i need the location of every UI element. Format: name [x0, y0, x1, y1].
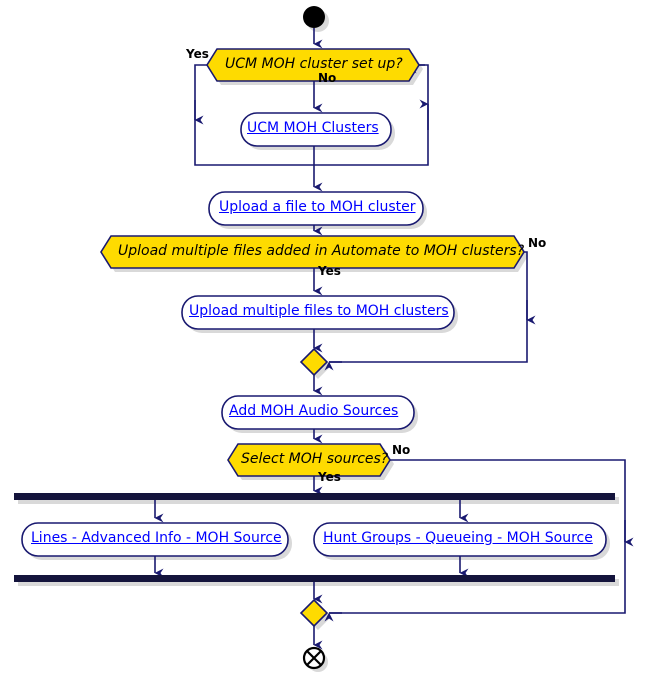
merge-node-upload	[299, 347, 329, 377]
activity-ucm-moh-clusters[interactable]	[240, 112, 392, 147]
fork-bar	[14, 493, 615, 500]
activity-add-moh-audio-sources[interactable]	[221, 395, 415, 430]
connector-layer	[154, 28, 634, 650]
activity-hunt-groups-queueing-moh-source[interactable]	[313, 522, 607, 557]
start-node	[303, 6, 325, 28]
decision-upload-multiple-files-automate[interactable]	[100, 235, 525, 269]
activity-lines-advanced-info-moh-source[interactable]	[21, 522, 289, 557]
end-node	[302, 646, 326, 670]
decision-select-moh-sources[interactable]	[227, 443, 391, 477]
shadow-layer	[18, 10, 619, 672]
merge-node-sources	[299, 598, 329, 628]
activity-upload-multiple-files-to-moh-clusters[interactable]	[181, 295, 455, 330]
decision-ucm-moh-cluster-set-up[interactable]	[206, 48, 420, 82]
activity-upload-a-file-to-moh-cluster[interactable]	[208, 191, 424, 226]
join-bar	[14, 575, 615, 582]
